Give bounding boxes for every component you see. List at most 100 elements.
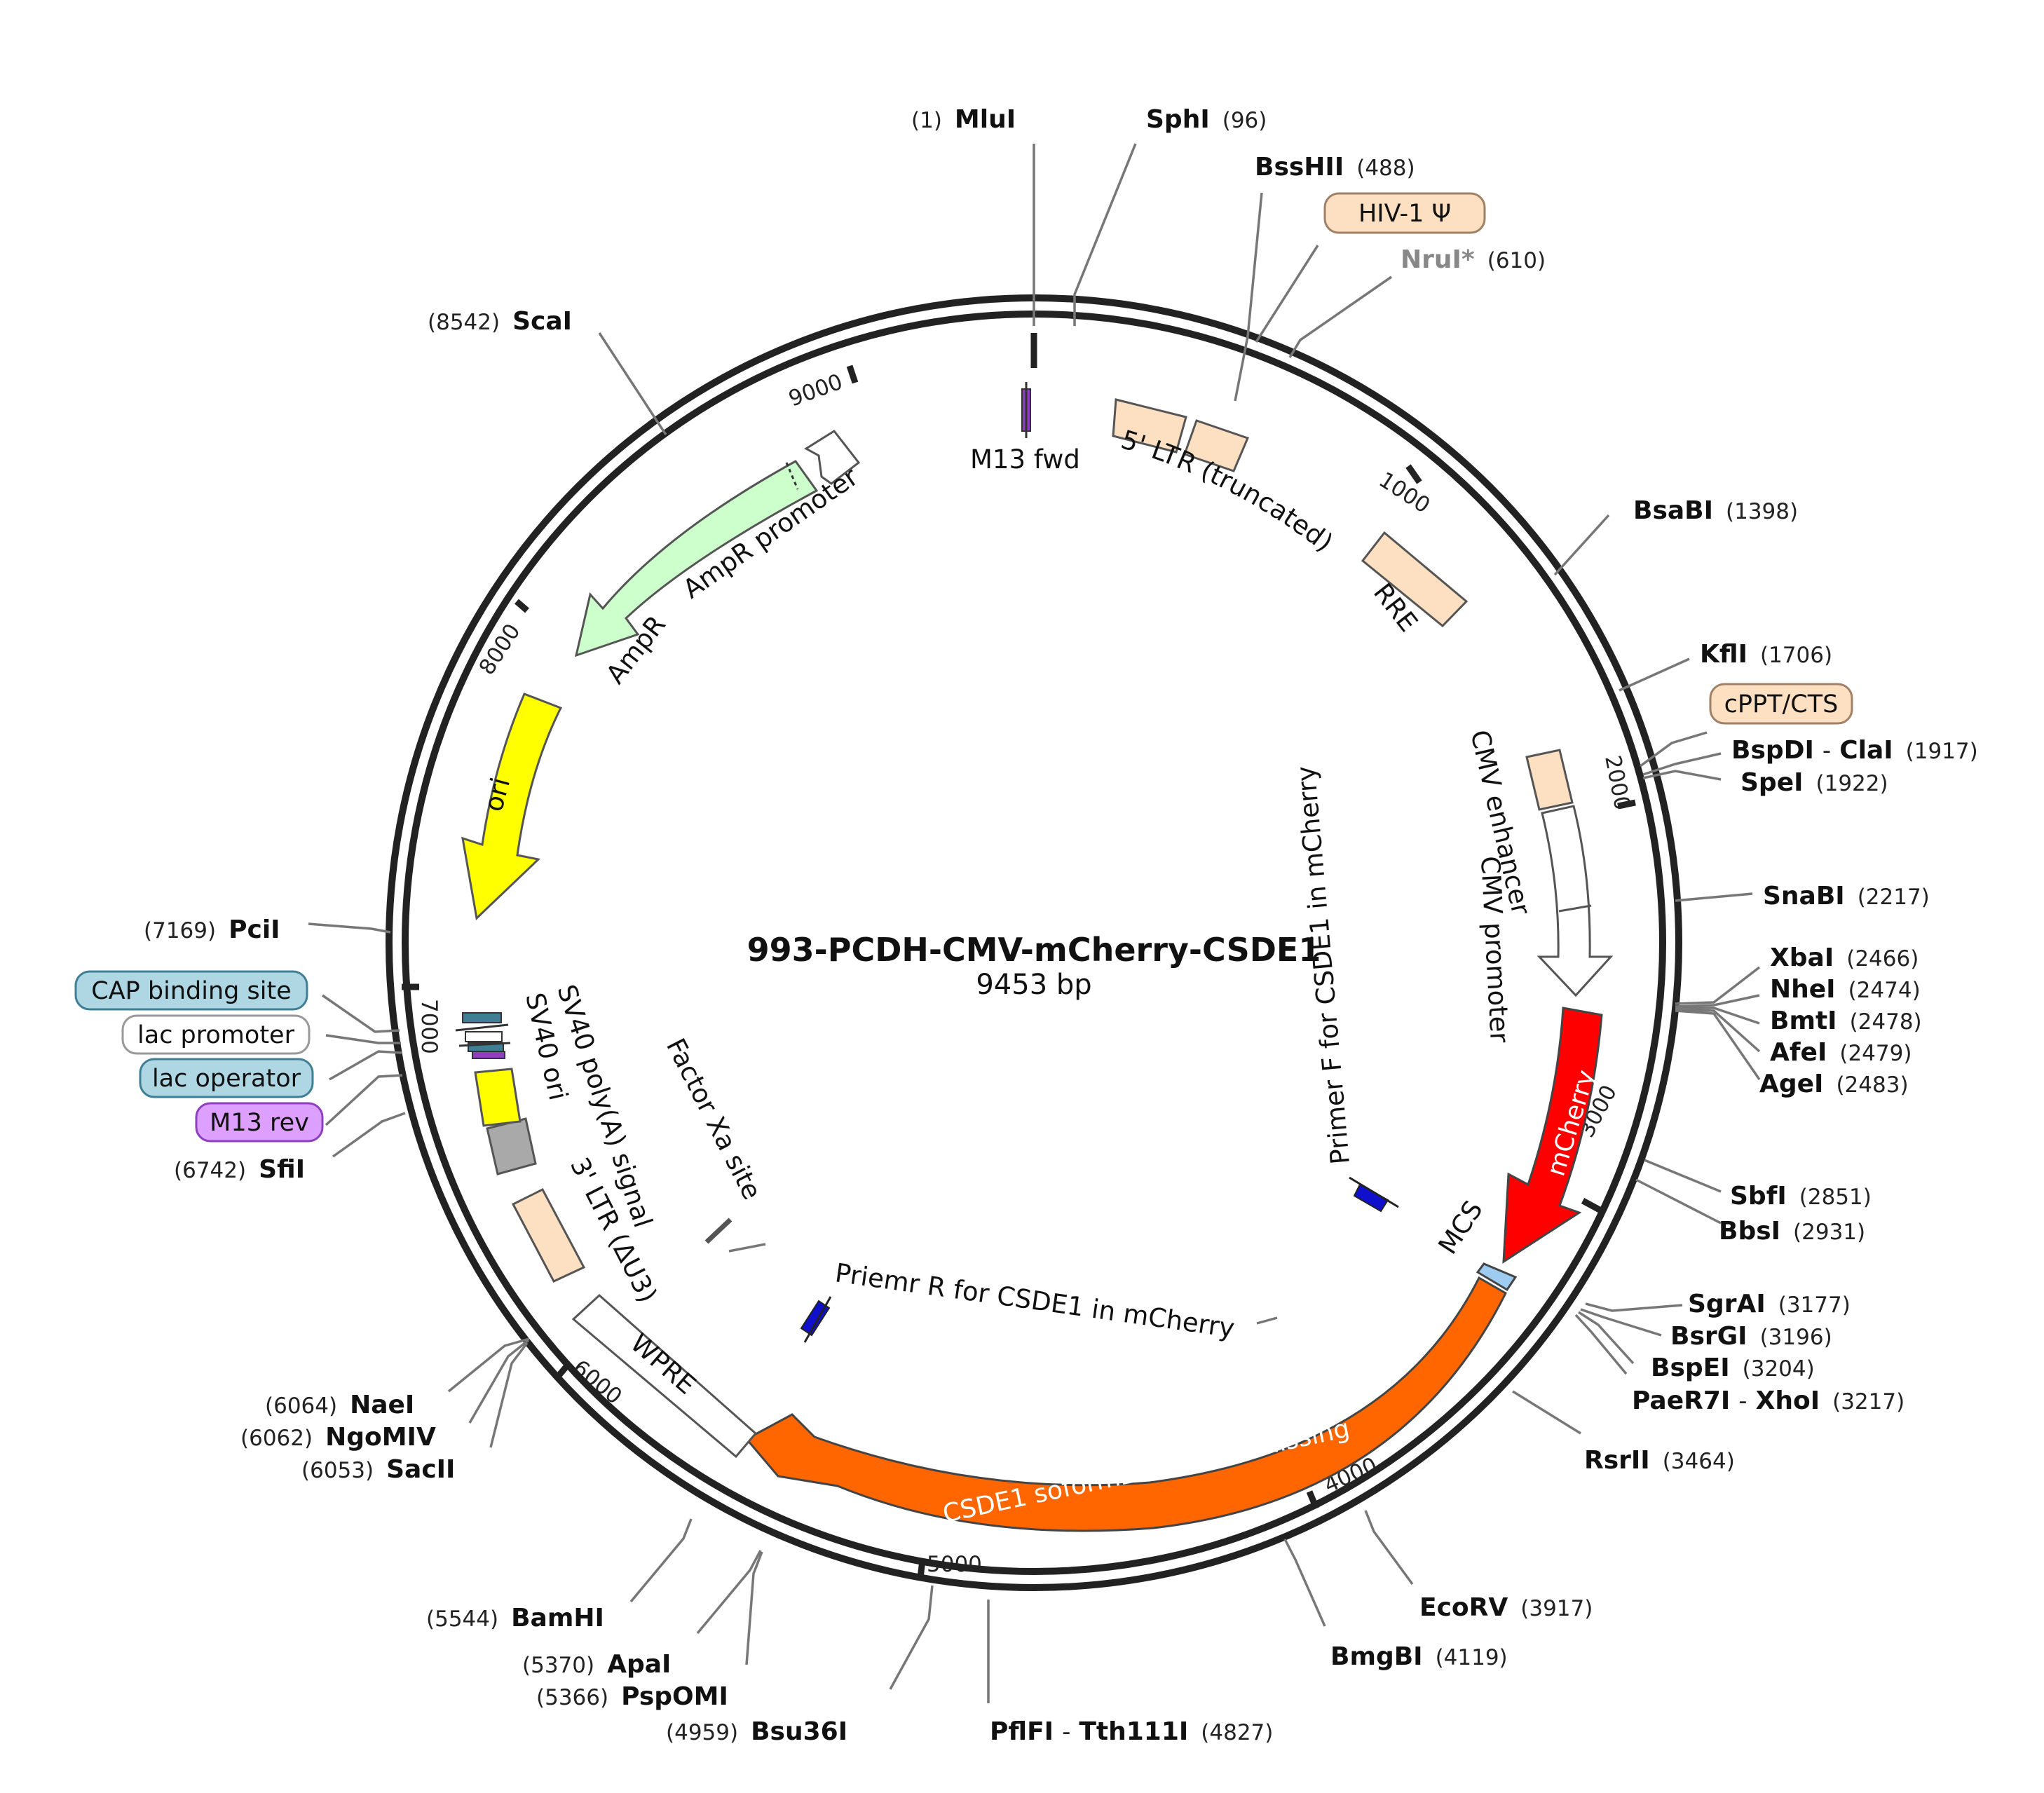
leader-bamhi [629, 1518, 693, 1603]
ltr5-block-1 [1112, 398, 1187, 454]
tick-6000 [554, 1362, 571, 1379]
factorxa-label: Factor Xa site [660, 1034, 768, 1205]
enzyme-bmti-name: BmtI [1770, 1007, 1837, 1035]
enzyme-ecorv-name: EcoRV [1419, 1593, 1508, 1622]
center-title: 993-PCDH-CMV-mCherry-CSDE1 9453 bp [747, 931, 1321, 1001]
leader-xbai [1675, 966, 1761, 1005]
enzyme-bspdi-clai: BspDI-ClaI(1917) [1731, 736, 1978, 765]
enzyme-bspei-pos: (3204) [1743, 1356, 1815, 1382]
enzyme-bspdi-pos: (1917) [1906, 739, 1978, 764]
enzyme-sphi-pos: (96) [1222, 108, 1267, 133]
leader-ecorv [1364, 1510, 1414, 1586]
enzyme-ecorv-pos: (3917) [1520, 1596, 1593, 1621]
tick-3000 [1581, 1198, 1602, 1213]
badge-cap-label: CAP binding site [91, 977, 291, 1005]
enzyme-afei: AfeI(2479) [1770, 1038, 1912, 1067]
leader-sphi [1073, 143, 1137, 326]
enzyme-psppomi: (5366)PspOMI [536, 1682, 728, 1711]
leader-lacoperator [329, 1050, 402, 1081]
mcherry-arrow [1502, 1007, 1603, 1264]
leader-afei [1675, 1008, 1761, 1053]
enzyme-xbai-name: XbaI [1770, 943, 1834, 972]
enzyme-bsu36i: (4959) Bsu36I [666, 1717, 847, 1746]
enzyme-naei-pos: (6064) [265, 1393, 337, 1419]
lac-line-1 [455, 1023, 509, 1032]
enzyme-sbfi-name: SbfI [1730, 1182, 1787, 1211]
enzyme-pcii: (7169)PciI [144, 915, 280, 944]
enzyme-agei: AgeI(2483) [1759, 1070, 1909, 1098]
enzyme-nhei-name: NheI [1770, 975, 1836, 1004]
enzyme-bsshii-name: BssHII [1255, 153, 1344, 182]
wpre-shape [571, 1293, 758, 1459]
enzyme-bmgbi: BmgBI(4119) [1330, 1642, 1508, 1671]
enzyme-bsabi-pos: (1398) [1726, 499, 1798, 524]
leader-rsrii [1512, 1390, 1581, 1435]
enzyme-pflfi-name: PflFI [990, 1717, 1054, 1746]
mcs-shape [1476, 1262, 1518, 1292]
tick-label-5000: 5000 [927, 1552, 982, 1577]
enzyme-bspei: BspEI(3204) [1651, 1354, 1815, 1382]
leader-hiv1psi [1255, 245, 1319, 343]
leader-bspei [1578, 1311, 1635, 1365]
enzyme-bsu36i-name: Bsu36I [751, 1717, 847, 1746]
badge-hiv1psi-bg [1323, 192, 1486, 234]
enzyme-bspdi-name: BspDI [1731, 736, 1814, 765]
leader-bspdi [1642, 752, 1722, 776]
tick-1000 [1405, 464, 1422, 484]
enzyme-naei-name: NaeI [350, 1391, 414, 1419]
enzyme-naei: (6064) NaeI [265, 1391, 414, 1419]
enzyme-bbsi-pos: (2931) [1793, 1220, 1865, 1245]
badge-m13rev: M13 rev [195, 1102, 324, 1143]
enzyme-bsrgi-name: BsrGI [1670, 1322, 1747, 1351]
tick-8000 [515, 599, 529, 613]
primerr-line [803, 1296, 832, 1343]
ltr5-block-2 [1183, 419, 1250, 472]
badge-lacoperator: lac operator [139, 1058, 314, 1098]
sv40ori-shape [486, 1117, 537, 1175]
enzyme-paer7i-pos: (3217) [1832, 1389, 1905, 1414]
enzyme-bamhi-pos: (5544) [426, 1607, 498, 1632]
m13rev-shape [472, 1051, 505, 1059]
ori-arrow [461, 693, 563, 921]
enzyme-tth111i-sep: - [1062, 1718, 1070, 1746]
enzyme-sfii-name: SfiI [259, 1155, 305, 1184]
enzyme-bamhi: (5544) BamHI [426, 1604, 604, 1632]
leader-m13rev [325, 1074, 403, 1126]
leader-paer7i [1574, 1314, 1628, 1375]
csde1-arrow [744, 1276, 1507, 1532]
leader-bsabi [1553, 514, 1610, 576]
enzyme-bamhi-name: BamHI [511, 1604, 604, 1632]
enzyme-afei-pos: (2479) [1839, 1041, 1912, 1066]
enzyme-mlui: (1)MluI [911, 105, 1016, 134]
enzyme-bsabi-name: BsaBI [1633, 496, 1713, 525]
leader-bsshii [1234, 192, 1263, 402]
badge-cppt-label: cPPT/CTS [1724, 690, 1839, 718]
enzyme-sacii: (6053)SacII [301, 1455, 455, 1484]
badge-m13rev-label: M13 rev [210, 1109, 309, 1137]
cap-shape [462, 1012, 502, 1023]
leader-kfli [1619, 657, 1690, 692]
badge-lacoperator-label: lac operator [152, 1065, 301, 1093]
amprprom-shape [804, 430, 861, 485]
mcs-label: MCS [1432, 1195, 1488, 1260]
badge-lacpromoter-bg [121, 1014, 311, 1055]
enzyme-bsu36i-pos: (4959) [666, 1720, 738, 1745]
rre-shape [1361, 531, 1469, 628]
leader-snabi [1675, 892, 1753, 902]
enzyme-spei-name: SpeI [1740, 768, 1804, 797]
leader-bmti [1675, 1007, 1760, 1025]
leader-spei [1642, 770, 1722, 781]
tick-4000 [1306, 1490, 1320, 1510]
enzyme-ngomiv-pos: (6062) [240, 1426, 313, 1451]
enzyme-pflfi-pos: (4827) [1201, 1720, 1273, 1745]
leader-apai [696, 1550, 762, 1635]
enzyme-sgrai-pos: (3177) [1778, 1293, 1851, 1318]
badge-hiv1psi-label: HIV-1 Ψ [1358, 200, 1451, 228]
tick-label-1000: 1000 [1375, 468, 1435, 519]
enzyme-ecorv: EcoRV (3917) [1419, 1593, 1593, 1622]
badge-hiv1psi: HIV-1 Ψ [1323, 192, 1486, 234]
enzyme-sgrai: SgrAI(3177) [1688, 1290, 1851, 1318]
plasmid-name: 993-PCDH-CMV-mCherry-CSDE1 [747, 931, 1321, 969]
leader-bmgbi [1283, 1539, 1326, 1627]
enzyme-rsrii-pos: (3464) [1663, 1449, 1735, 1474]
